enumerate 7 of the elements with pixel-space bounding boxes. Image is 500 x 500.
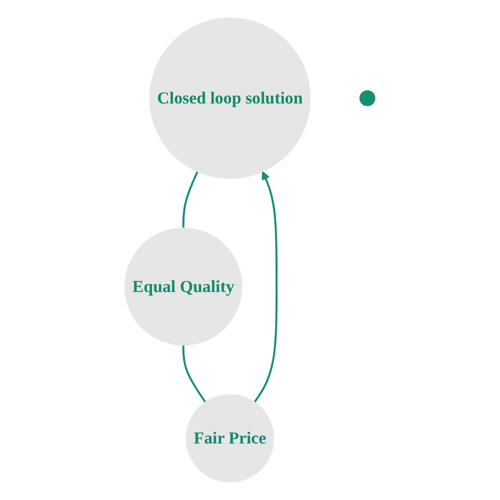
node-circle: Equal Quality — [124, 228, 242, 346]
node-circle: Closed loop solution — [149, 17, 311, 179]
node-circle: Fair Price — [186, 394, 274, 483]
arrow — [254, 171, 278, 403]
node-circle — [360, 90, 376, 106]
connector — [182, 345, 206, 403]
connector — [182, 171, 198, 228]
